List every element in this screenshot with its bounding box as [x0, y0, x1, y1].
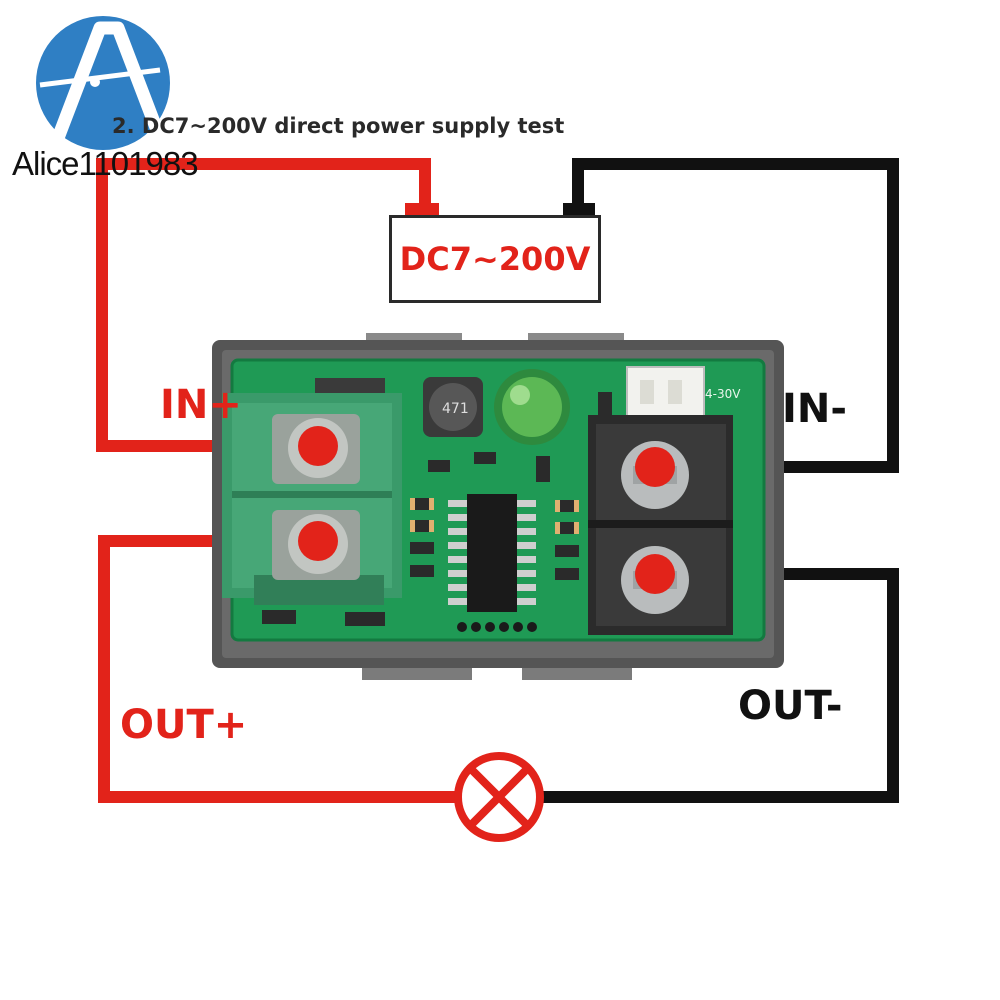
out-minus-connection-dot — [635, 554, 675, 594]
wire-supply-to-in-plus — [96, 158, 431, 452]
terminal-block-positive — [222, 393, 402, 605]
inductor-marking: 471 — [442, 401, 469, 417]
power-supply-label: DC7~200V — [399, 240, 591, 278]
out-minus-label: OUT- — [738, 683, 843, 729]
supply-negative-terminal — [563, 203, 595, 217]
module: 471 4-30V — [212, 333, 784, 680]
supply-positive-terminal — [405, 203, 439, 217]
out-plus-label: OUT+ — [120, 702, 248, 748]
ic-chip — [467, 494, 517, 612]
power-supply-box: DC7~200V — [389, 215, 601, 303]
wire-supply-to-in-minus — [572, 158, 899, 473]
in-minus-connection-dot — [635, 447, 675, 487]
in-plus-connection-dot — [298, 426, 338, 466]
wire-out-plus-to-load — [98, 535, 458, 803]
brand-watermark: Alice1101983 — [12, 145, 199, 182]
in-minus-label: IN- — [782, 386, 847, 432]
in-plus-label: IN+ — [160, 382, 242, 428]
diagram-caption: 2. DC7~200V direct power supply test — [112, 114, 565, 138]
positive-wires — [96, 158, 458, 803]
connector-marking: 4-30V — [705, 387, 741, 401]
lamp-icon — [454, 752, 544, 842]
out-plus-connection-dot — [298, 521, 338, 561]
brand-logo-icon — [36, 16, 170, 150]
